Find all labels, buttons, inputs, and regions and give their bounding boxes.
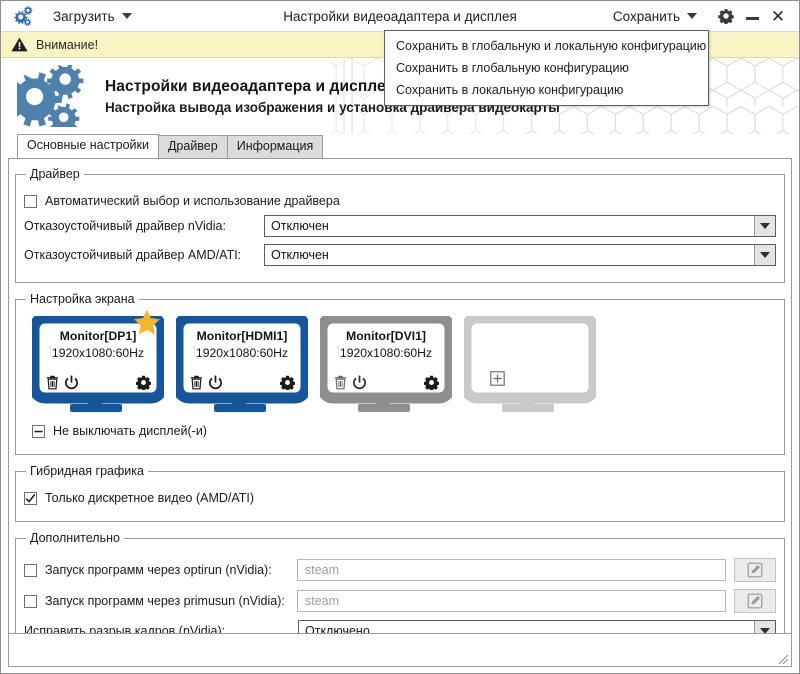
warning-triangle-icon — [11, 37, 28, 52]
banner-gears-icon — [17, 65, 84, 127]
status-bar — [8, 633, 792, 667]
monitor-frame-icon — [32, 316, 164, 412]
optirun-checkbox[interactable] — [24, 563, 37, 577]
keep-displays-on-row: Не выключать дисплей(-и) — [24, 424, 776, 438]
driver-group-legend: Драйвер — [30, 167, 80, 181]
additional-group: Дополнительно Запуск программ через opti… — [15, 531, 785, 638]
pencil-square-icon — [747, 562, 763, 578]
trash-icon[interactable] — [45, 375, 60, 390]
nvidia-driver-row: Отказоустойчивый драйвер nVidia: Отключе… — [24, 215, 776, 237]
gear-icon — [718, 9, 734, 24]
gear-icon[interactable] — [424, 375, 439, 390]
tab-bar: Основные настройки Драйвер Информация — [1, 134, 799, 158]
nvidia-driver-value: Отключен — [271, 219, 329, 233]
tab-main-settings[interactable]: Основные настройки — [17, 134, 159, 158]
driver-group: Драйвер Автоматический выбор и использов… — [15, 167, 785, 283]
trash-icon[interactable] — [333, 375, 348, 390]
discrete-only-label: Только дискретное видео (AMD/ATI) — [45, 491, 255, 505]
primusun-row: Запуск программ через primusun (nVidia):… — [24, 589, 776, 613]
gear-icon[interactable] — [136, 375, 151, 390]
chevron-down-icon — [754, 245, 775, 265]
monitor-dvi1-actions — [333, 375, 439, 390]
trash-icon[interactable] — [189, 375, 204, 390]
amd-driver-select[interactable]: Отключен — [264, 244, 776, 266]
power-icon[interactable] — [64, 375, 79, 390]
primusun-checkbox[interactable] — [24, 594, 37, 608]
hybrid-graphics-group: Гибридная графика Только дискретное виде… — [15, 464, 785, 522]
menu-item-save-local[interactable]: Сохранить в локальную конфигурацию — [396, 83, 624, 97]
optirun-row: Запуск программ через optirun (nVidia): … — [24, 558, 776, 582]
settings-button[interactable] — [713, 3, 739, 29]
amd-driver-label: Отказоустойчивый драйвер AMD/ATI: — [24, 248, 242, 262]
menu-item-save-global[interactable]: Сохранить в глобальную конфигурацию — [396, 61, 629, 75]
close-icon: ✕ — [770, 6, 786, 26]
primusun-label: Запуск программ через primusun (nVidia): — [45, 594, 285, 608]
keep-displays-on-checkbox[interactable] — [32, 424, 45, 438]
primusun-input[interactable]: steam — [297, 590, 726, 612]
optirun-input[interactable]: steam — [297, 559, 726, 581]
minimize-button[interactable] — [739, 3, 765, 29]
chevron-down-icon — [754, 216, 775, 236]
save-dropdown-menu: Сохранить в глобальную и локальную конфи… — [384, 30, 709, 106]
auto-driver-row: Автоматический выбор и использование дра… — [24, 194, 776, 208]
monitor-card-dp1[interactable]: Monitor[DP1] 1920x1080:60Hz — [32, 309, 164, 412]
plus-box-icon[interactable] — [490, 371, 505, 386]
amd-driver-row: Отказоустойчивый драйвер AMD/ATI: Отключ… — [24, 244, 776, 266]
monitor-dp1-actions — [45, 375, 151, 390]
optirun-edit-button[interactable] — [734, 558, 776, 582]
save-menu-label: Сохранить — [612, 8, 680, 24]
monitor-frame-icon — [320, 316, 452, 412]
pencil-square-icon — [747, 593, 763, 609]
screen-setup-legend: Настройка экрана — [30, 292, 135, 306]
hybrid-graphics-legend: Гибридная графика — [30, 464, 144, 478]
gear-icon[interactable] — [280, 375, 295, 390]
checkmark-icon — [25, 493, 36, 503]
primusun-edit-button[interactable] — [734, 589, 776, 613]
title-bar-right: Сохранить ✕ — [613, 3, 791, 29]
discrete-only-checkbox[interactable] — [24, 491, 37, 505]
tab-information[interactable]: Информация — [226, 135, 324, 158]
main-settings-panel: Драйвер Автоматический выбор и использов… — [8, 158, 792, 639]
auto-driver-label: Автоматический выбор и использование дра… — [45, 194, 340, 208]
indeterminate-dash-icon — [34, 430, 43, 432]
monitor-hdmi1-actions — [189, 375, 295, 390]
minimize-icon — [745, 16, 759, 20]
monitor-card-add[interactable] — [464, 316, 596, 412]
screen-setup-group: Настройка экрана Monitor[DP1] 1920x1080:… — [15, 292, 785, 455]
monitor-frame-icon — [464, 316, 596, 412]
save-menu-button[interactable]: Сохранить — [613, 9, 697, 24]
tab-driver[interactable]: Драйвер — [157, 135, 228, 158]
optirun-label: Запуск программ через optirun (nVidia): — [45, 563, 272, 577]
discrete-only-row: Только дискретное видео (AMD/ATI) — [24, 491, 776, 505]
resize-grip-icon[interactable] — [775, 651, 789, 665]
monitor-card-hdmi1[interactable]: Monitor[HDMI1] 1920x1080:60Hz — [176, 316, 308, 412]
app-gears-icon — [14, 6, 33, 26]
close-button[interactable]: ✕ — [765, 3, 791, 29]
monitor-frame-icon — [176, 316, 308, 412]
title-bar: Загрузить Настройки видеоадаптера и дисп… — [1, 1, 799, 32]
star-icon — [134, 309, 160, 335]
nvidia-driver-label: Отказоустойчивый драйвер nVidia: — [24, 219, 226, 233]
load-menu-button[interactable]: Загрузить — [53, 9, 132, 24]
auto-driver-checkbox[interactable] — [24, 194, 37, 208]
monitor-list: Monitor[DP1] 1920x1080:60Hz — [24, 309, 776, 414]
power-icon[interactable] — [208, 375, 223, 390]
monitor-card-dvi1[interactable]: Monitor[DVI1] 1920x1080:60Hz — [320, 316, 452, 412]
load-menu-label: Загрузить — [53, 8, 115, 24]
chevron-down-icon — [687, 13, 697, 19]
chevron-down-icon — [121, 13, 132, 19]
nvidia-driver-select[interactable]: Отключен — [264, 215, 776, 237]
amd-driver-value: Отключен — [271, 248, 329, 262]
power-icon[interactable] — [352, 375, 367, 390]
menu-item-save-global-and-local[interactable]: Сохранить в глобальную и локальную конфи… — [396, 39, 707, 53]
warning-text: Внимание! — [36, 37, 99, 52]
additional-group-legend: Дополнительно — [30, 531, 120, 545]
banner-title: Настройки видеоадаптера и дисплея — [105, 77, 395, 95]
keep-displays-on-label: Не выключать дисплей(-и) — [53, 424, 207, 438]
